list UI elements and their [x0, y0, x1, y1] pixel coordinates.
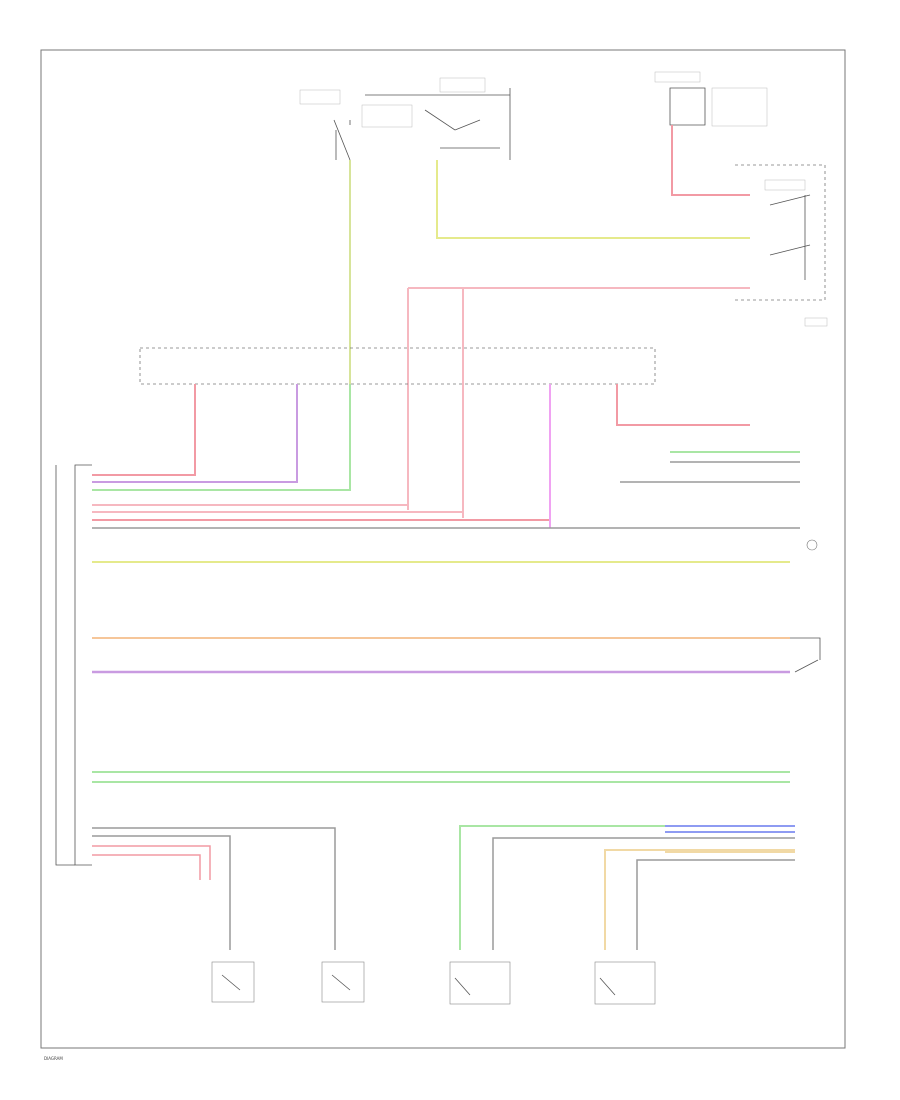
right-switch-box [735, 164, 828, 327]
footer-label: DIAGRAM [44, 1056, 63, 1061]
wire-purple-fuse2 [92, 384, 298, 483]
wire-green-bundle [459, 825, 795, 950]
module-bracket-left [55, 465, 75, 866]
diagram-frame [40, 49, 846, 1049]
wire-red-top-right [671, 125, 750, 196]
fuse-box [139, 347, 656, 385]
bottom-switch-3 [449, 961, 511, 1005]
wire-red-low-2 [92, 854, 201, 880]
wire-gray-bundle [492, 837, 795, 950]
ground-symbol [806, 539, 818, 551]
wire-yellow-top [436, 160, 750, 239]
center-top-switch [365, 77, 511, 160]
bottom-switch-2 [321, 961, 365, 1003]
wire-gray-low-1 [92, 827, 336, 950]
wire-orange-bundle [604, 849, 795, 950]
module-connector-bracket [74, 464, 92, 866]
top-left-switch [299, 89, 413, 161]
bottom-switch-4 [594, 961, 656, 1005]
pedal-switch [790, 637, 821, 673]
bottom-switch-1 [211, 961, 255, 1003]
wire-gray-low-2 [92, 835, 231, 950]
wire-gray-bundle-2 [636, 859, 795, 950]
wire-red-fuse1 [92, 384, 196, 476]
wire-green-fuse3 [92, 384, 351, 491]
top-right-module [654, 71, 768, 127]
wire-red-fuse7 [616, 384, 750, 426]
wire-red-low-1 [92, 845, 211, 880]
